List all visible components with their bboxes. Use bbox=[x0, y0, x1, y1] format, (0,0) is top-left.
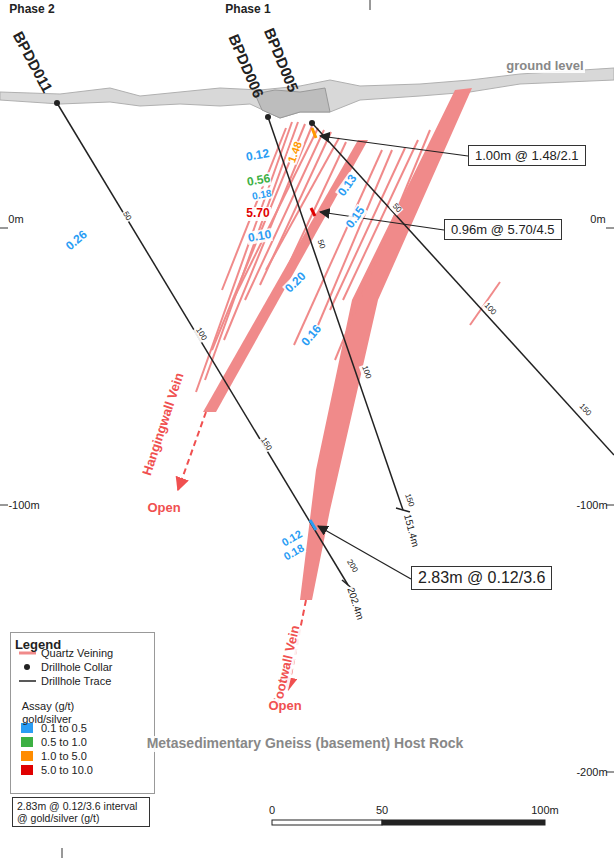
text-label: 100 bbox=[359, 363, 373, 380]
text-label: 50 bbox=[314, 237, 326, 250]
text-label: Metasedimentary Gneiss (basement) Host R… bbox=[146, 736, 465, 751]
text-label: 0m bbox=[590, 213, 605, 225]
text-label: 100m bbox=[531, 804, 559, 816]
callout-box: 2.83m @ 0.12/3.6 bbox=[411, 566, 552, 590]
callout-leaders bbox=[318, 136, 468, 579]
callout-text: 1.00m @ 1.48/2.1 bbox=[475, 148, 579, 163]
text-label: Phase 2 bbox=[9, 3, 54, 16]
callout-box: 2.83m @ 0.12/3.6 interval @ gold/silver … bbox=[12, 797, 150, 827]
quartz-veining bbox=[178, 88, 500, 690]
legend-swatch bbox=[21, 765, 33, 775]
text-label: 202.4m bbox=[345, 584, 366, 621]
text-label: BPDD011 bbox=[9, 29, 55, 96]
text-label: ground level bbox=[505, 59, 584, 73]
callout-box: 1.00m @ 1.48/2.1 bbox=[468, 145, 586, 166]
text-label: 0m bbox=[8, 213, 23, 225]
text-label: 50 bbox=[376, 804, 388, 816]
text-label: 100 bbox=[193, 325, 209, 343]
drillhole-traces bbox=[57, 103, 614, 590]
text-label: Phase 1 bbox=[225, 3, 270, 16]
text-label: 0.26 bbox=[63, 228, 91, 254]
text-label: 5.70 bbox=[245, 207, 270, 220]
legend-text: 0.5 to 1.0 bbox=[41, 736, 87, 748]
text-label: 50 bbox=[119, 209, 132, 223]
text-label: BPDD005 bbox=[261, 26, 302, 95]
legend-text: Drillhole Trace bbox=[41, 675, 111, 687]
text-label: -100m bbox=[8, 499, 39, 511]
text-label: Open bbox=[267, 699, 302, 713]
legend-text: 5.0 to 10.0 bbox=[41, 764, 93, 776]
text-label: 150 bbox=[402, 491, 416, 508]
callout-text: 2.83m @ 0.12/3.6 interval @ gold/silver … bbox=[17, 800, 137, 824]
callout-text: 0.96m @ 5.70/4.5 bbox=[451, 222, 555, 237]
text-label: 151.4m bbox=[402, 511, 422, 548]
text-label: Legend bbox=[15, 638, 61, 652]
text-label: Footwall Vein bbox=[270, 623, 303, 709]
callout-text: 2.83m @ 0.12/3.6 bbox=[418, 569, 545, 586]
text-label: 0 bbox=[269, 804, 275, 816]
scale-bar bbox=[272, 820, 545, 825]
legend-sample bbox=[17, 662, 37, 672]
ground-surface bbox=[0, 68, 614, 118]
text-label: Open bbox=[146, 501, 181, 515]
text-label: 0.10 bbox=[246, 228, 273, 245]
text-label: Assay (g/t) bbox=[22, 700, 75, 712]
text-label: -200m bbox=[576, 766, 607, 778]
legend-text: 1.0 to 5.0 bbox=[41, 750, 87, 762]
legend-text: Drillhole Collar bbox=[41, 661, 113, 673]
text-label: 0.12 bbox=[244, 147, 271, 164]
callout-box: 0.96m @ 5.70/4.5 bbox=[444, 219, 562, 240]
text-label: 100 bbox=[482, 300, 499, 317]
text-label: 150 bbox=[258, 435, 274, 453]
text-label: gold/silver bbox=[22, 713, 72, 725]
text-label: 200 bbox=[344, 557, 360, 575]
legend-swatch bbox=[21, 737, 33, 747]
legend-sample bbox=[17, 676, 37, 686]
drillhole-collars bbox=[54, 100, 315, 126]
text-label: Hangingwall Vein bbox=[139, 370, 186, 478]
legend-swatch bbox=[21, 751, 33, 761]
text-label: -100m bbox=[576, 499, 607, 511]
